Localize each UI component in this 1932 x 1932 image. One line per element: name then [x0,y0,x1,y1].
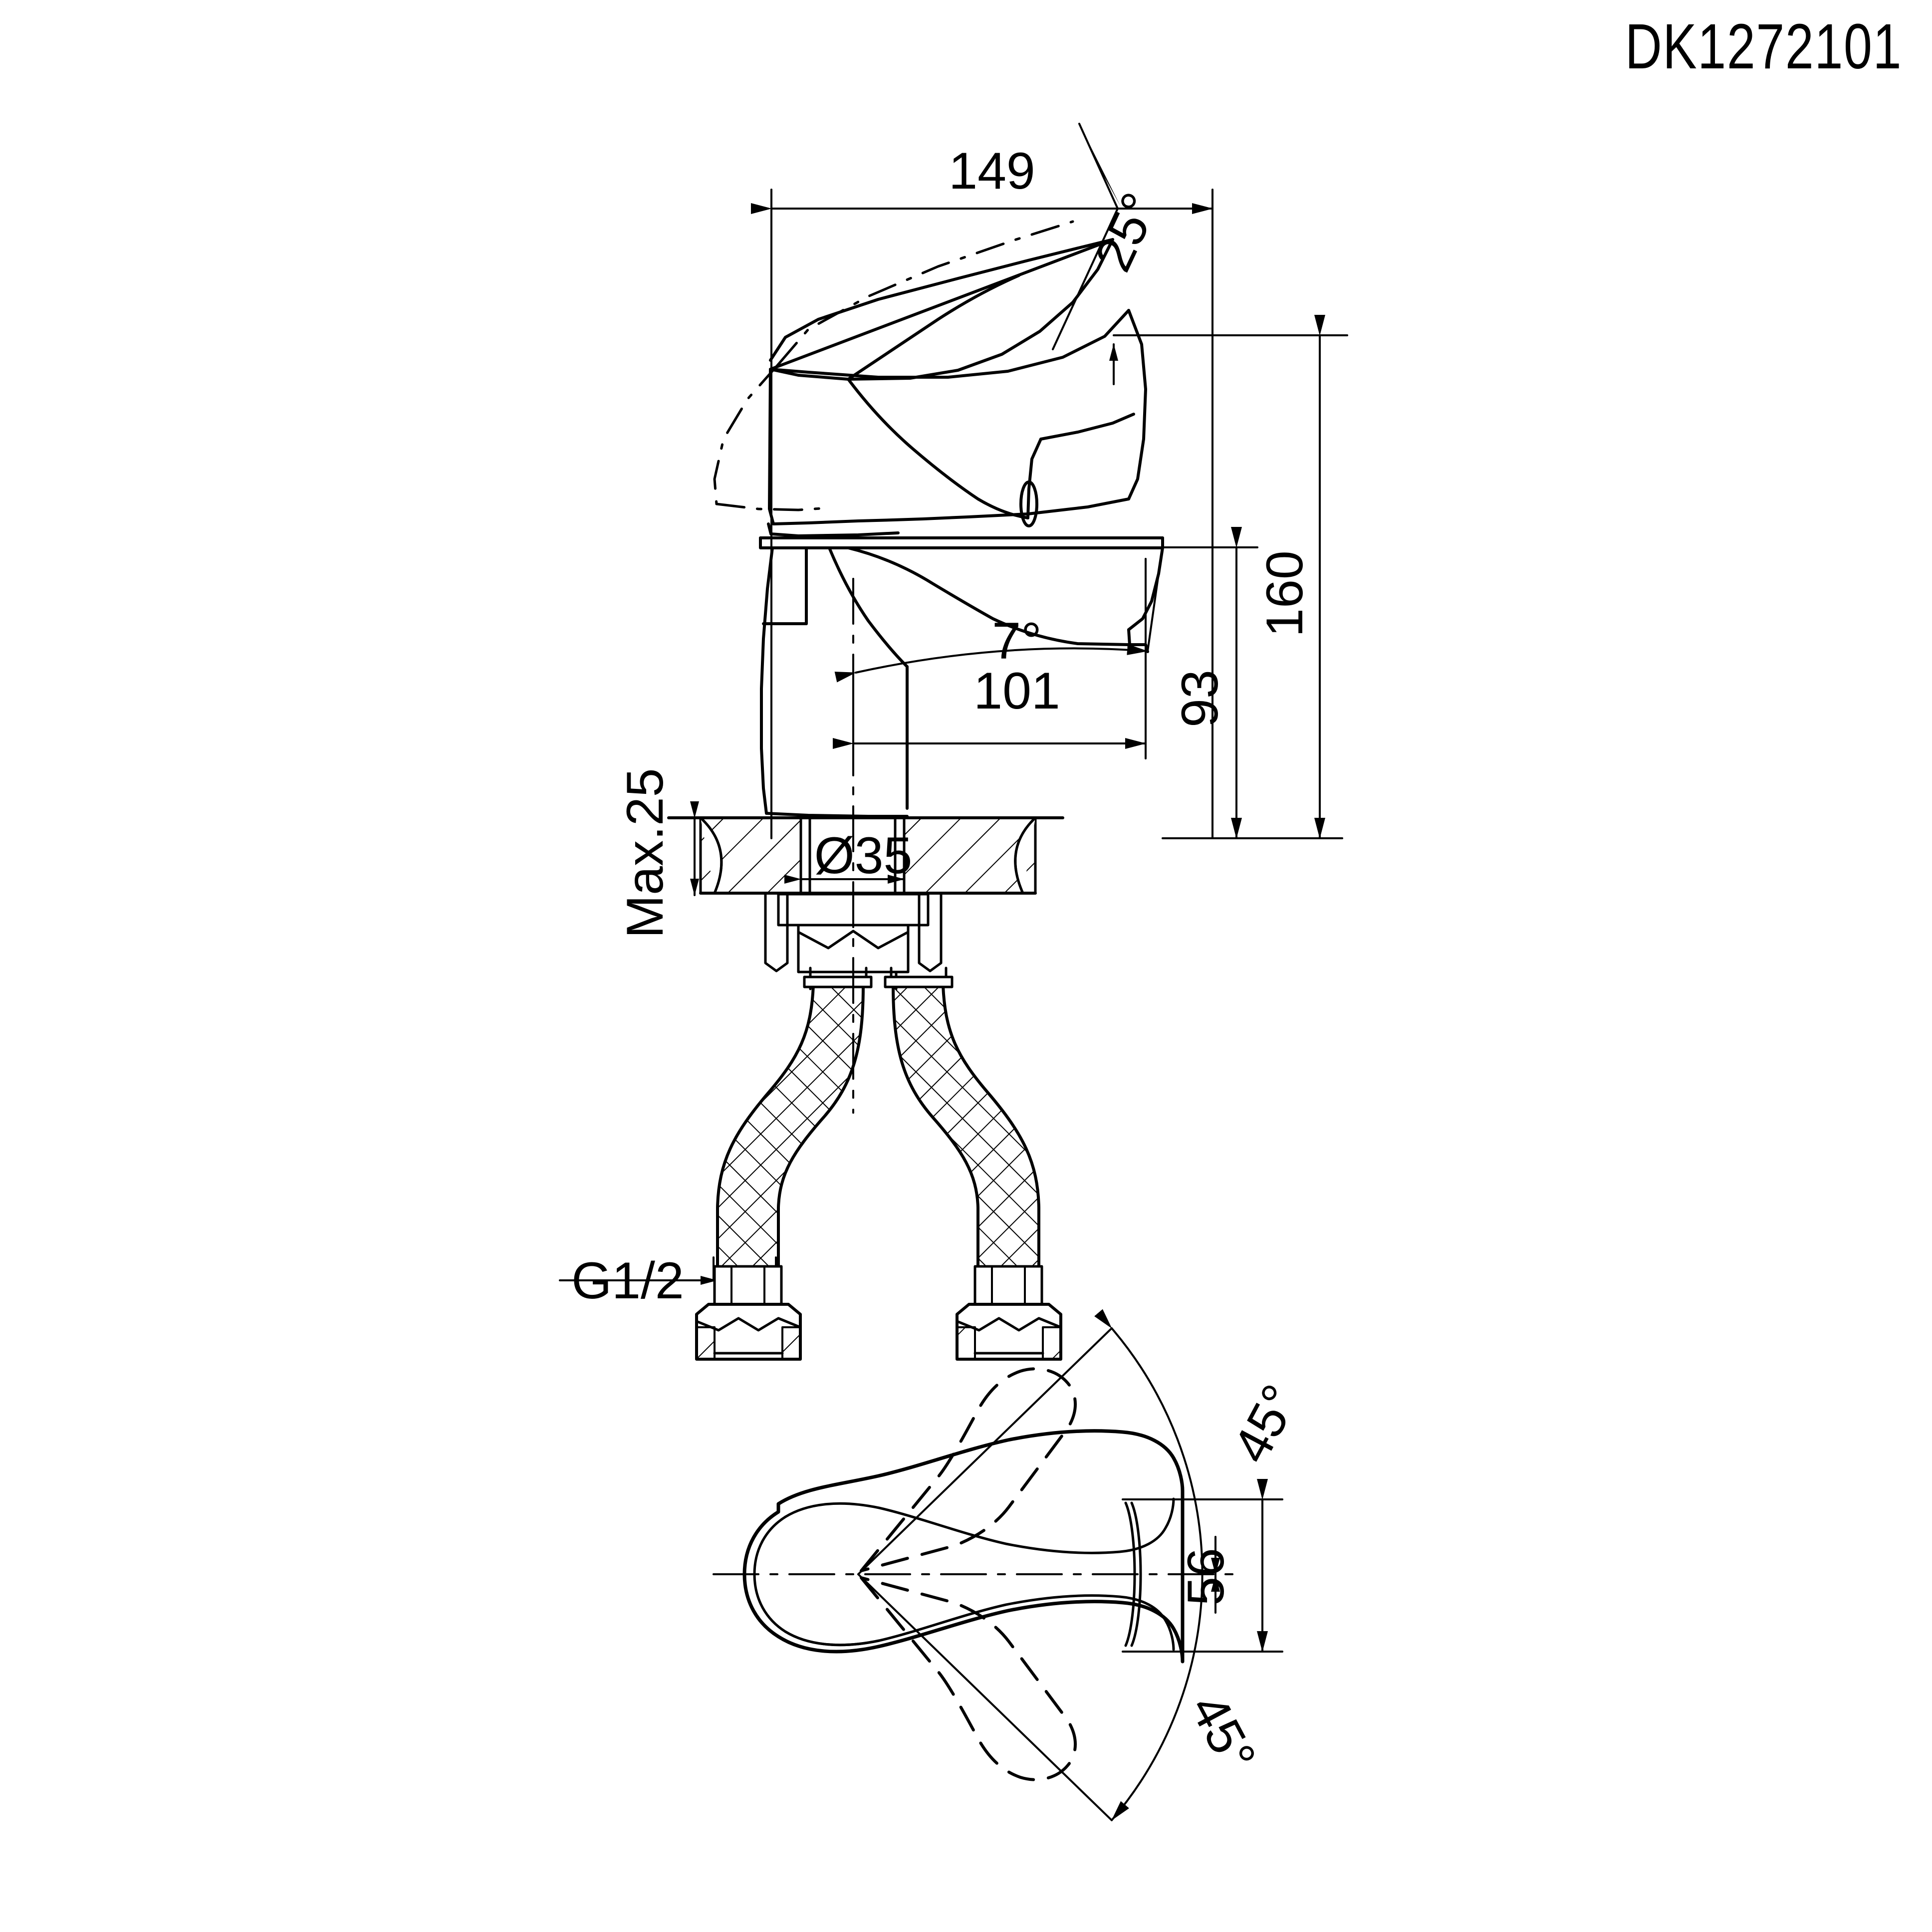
dimension-label-101: 101 [973,662,1060,720]
dimension-label-max25: Max.25 [616,768,674,938]
dimension-label-7deg: 7° [992,612,1041,670]
dimension-label-56: 56 [1177,1548,1235,1606]
plan-spout-rotated-up [860,1367,1077,1572]
faucet-handle-lever [769,238,1114,381]
dimension-label-160: 160 [1256,550,1314,637]
plan-spout-rotated-down [860,1576,1077,1781]
dimension-93 [1162,527,1258,839]
dimension-label-93: 93 [1171,670,1229,727]
dimension-56 [1122,1479,1283,1653]
handle-open-position-ghost [713,220,1074,511]
dimension-label-dia35: Ø35 [814,827,913,885]
dimension-label-25deg: 25° [1084,184,1170,280]
faucet-shank [799,816,906,895]
supply-hose-right [884,966,1062,1361]
page-title: DK1272101 [1625,11,1902,82]
faucet-spout-body [760,546,1164,818]
dimension-label-swivel-bottom: 45° [1179,1685,1267,1781]
plan-spout-outline [742,1429,1185,1664]
dimension-label-149: 149 [949,142,1035,200]
faucet-body-collar [759,536,1164,549]
countertop-section [667,816,1064,895]
dimension-label-g12: G1/2 [571,1252,684,1310]
dimension-label-swivel-top: 45° [1222,1376,1310,1472]
faucet-handle-hub [767,309,1147,537]
supply-hose-left [695,966,873,1361]
